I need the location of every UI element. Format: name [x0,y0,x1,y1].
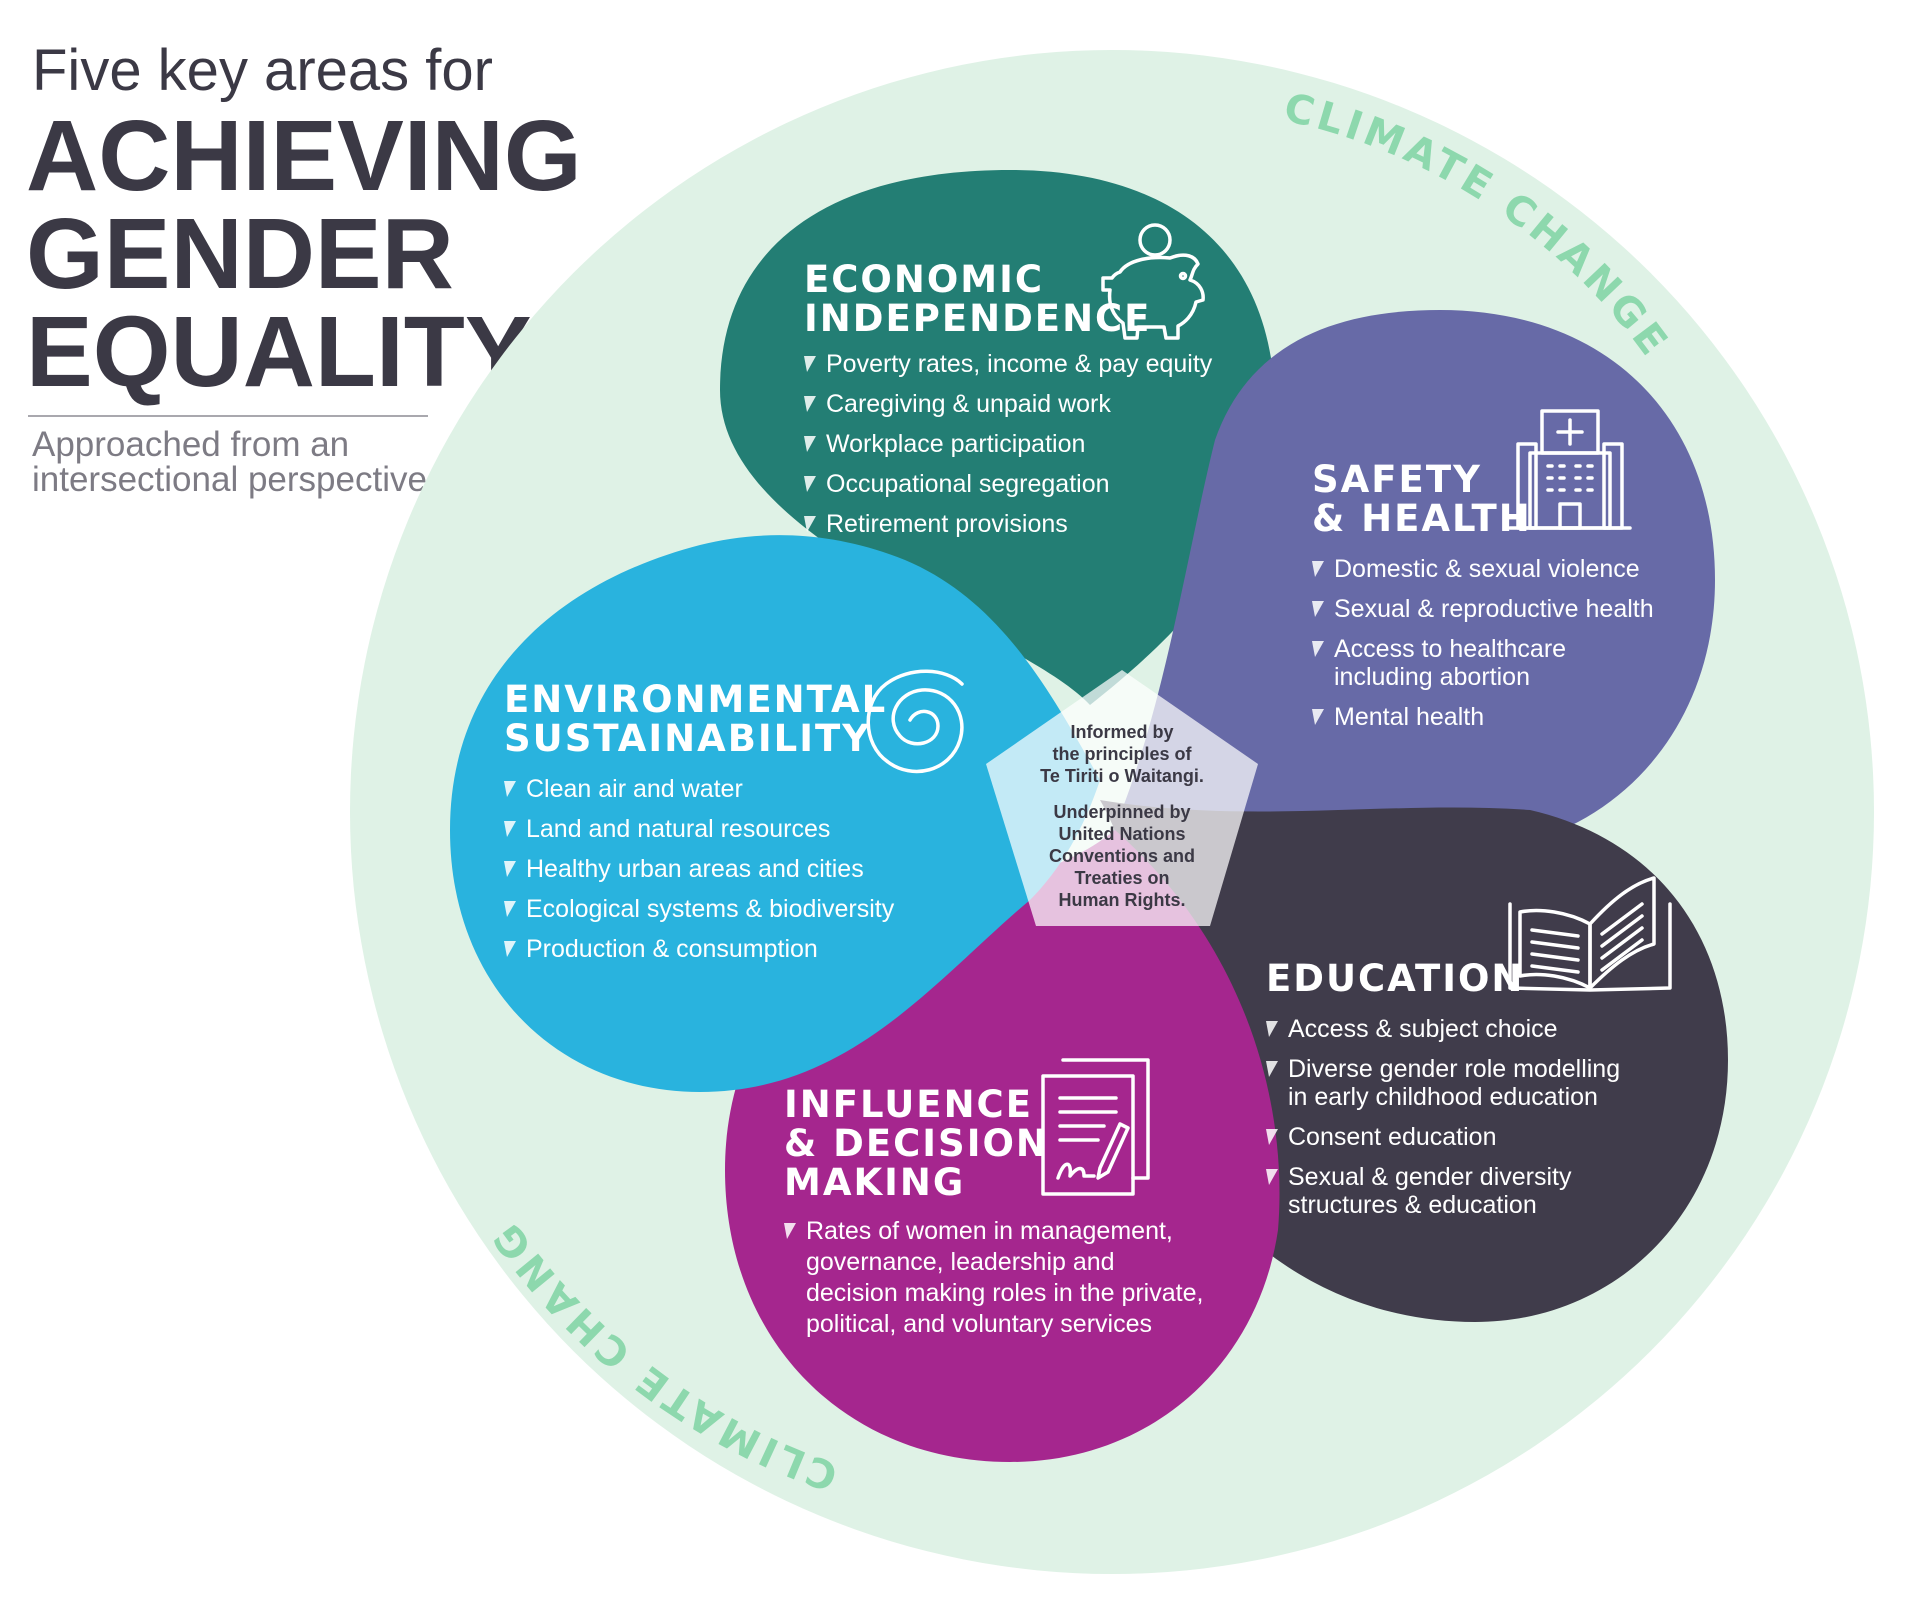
environmental-sustainability-petal [450,535,1100,1092]
environment-item-5: Production & consumption [526,935,818,963]
center-text-a-2: the principles of [1052,744,1192,764]
education-item-1: Access & subject choice [1288,1015,1558,1043]
safety-item-1: Domestic & sexual violence [1334,555,1640,583]
safety-item-bullet-4 [1312,709,1324,725]
safety-item-bullet-3 [1312,641,1324,657]
headline-line-1: ACHIEVING [26,100,582,212]
economic-item-bullet-1 [804,356,816,372]
safety-item-2: Sexual & reproductive health [1334,595,1654,623]
piggy-bank-icon [1101,223,1205,340]
center-text-b-1: Underpinned by [1053,802,1190,822]
headline-subtitle-1: Approached from an [32,425,349,464]
education-area: EDUCATION Access & subject choiceDiverse … [1266,957,1620,1219]
safety-title-line-2: & HEALTH [1312,497,1532,540]
environment-item-bullet-1 [504,781,516,797]
education-item-4-line-1: Sexual & gender diversity [1288,1163,1572,1191]
influence-item-bullet-1 [784,1223,796,1239]
economic-item-bullet-3 [804,436,816,452]
center-text-b-5: Human Rights. [1058,890,1185,910]
education-item-bullet-1 [1266,1021,1278,1037]
education-item-3: Consent education [1288,1123,1496,1151]
education-item-4-line-2: structures & education [1288,1191,1537,1219]
center-text-a-1: Informed by [1070,722,1173,742]
safety-item-3-line-1: Access to healthcare [1334,635,1566,663]
safety-item-bullet-2 [1312,601,1324,617]
center-text-b-3: Conventions and [1049,846,1195,866]
safety-item-4: Mental health [1334,703,1484,731]
influence-item-1-line-1: Rates of women in management, [806,1217,1173,1245]
safety-health-petal [1100,310,1715,860]
headline-line-3: EQUALITY [26,296,532,408]
headline-intro: Five key areas for [32,38,493,103]
center-text-a-3: Te Tiriti o Waitangi. [1040,766,1204,786]
economic-independence-petal [720,170,1276,705]
environment-item-bullet-3 [504,861,516,877]
education-title-line-1: EDUCATION [1266,957,1524,1000]
environment-item-4: Ecological systems & biodiversity [526,895,895,923]
center-text-b-2: United Nations [1058,824,1185,844]
influence-title-line-2: & DECISION [784,1122,1049,1165]
hospital-icon [1508,409,1632,530]
headline-line-2: GENDER [26,198,454,310]
influence-title-line-1: INFLUENCE [784,1083,1033,1126]
safety-health-area: SAFETY& HEALTH Domestic & sexual violence… [1312,458,1654,731]
environment-item-bullet-2 [504,821,516,837]
economic-title-line-1: ECONOMIC [804,258,1044,301]
center-pentagon [986,670,1258,926]
influence-item-1-line-2: governance, leadership and [806,1248,1115,1276]
influence-title-line-3: MAKING [784,1161,965,1204]
environment-item-3: Healthy urban areas and cities [526,855,864,883]
economic-item-bullet-5 [804,516,816,532]
economic-item-bullet-4 [804,476,816,492]
economic-item-4: Occupational segregation [826,470,1110,498]
influence-item-1-line-3: decision making roles in the private, [806,1279,1203,1307]
economic-item-2: Caregiving & unpaid work [826,390,1111,418]
economic-item-5: Retirement provisions [826,510,1068,538]
open-book-icon [1508,876,1672,992]
education-item-bullet-2 [1266,1061,1278,1077]
economic-item-3: Workplace participation [826,430,1085,458]
signed-document-icon [1041,1058,1150,1196]
spiral-icon [866,669,964,774]
education-item-2-line-2: in early childhood education [1288,1083,1598,1111]
environment-title-line-2: SUSTAINABILITY [504,717,871,760]
influence-item-1-line-4: political, and voluntary services [806,1310,1152,1338]
education-item-2-line-1: Diverse gender role modelling [1288,1055,1620,1083]
safety-item-bullet-1 [1312,561,1324,577]
safety-item-3-line-2: including abortion [1334,663,1530,691]
education-item-bullet-4 [1266,1169,1278,1185]
headline-subtitle-2: intersectional perspective. [32,460,437,499]
environment-item-1: Clean air and water [526,775,743,803]
environment-item-bullet-4 [504,901,516,917]
environment-item-2: Land and natural resources [526,815,830,843]
economic-item-bullet-2 [804,396,816,412]
center-text-b-4: Treaties on [1074,868,1169,888]
environment-title-line-1: ENVIRONMENTAL [504,678,887,721]
safety-title-line-1: SAFETY [1312,458,1482,501]
economic-title-line-2: INDEPENDENCE [804,297,1151,340]
education-item-bullet-3 [1266,1129,1278,1145]
economic-item-1: Poverty rates, income & pay equity [826,350,1213,378]
environment-item-bullet-5 [504,941,516,957]
